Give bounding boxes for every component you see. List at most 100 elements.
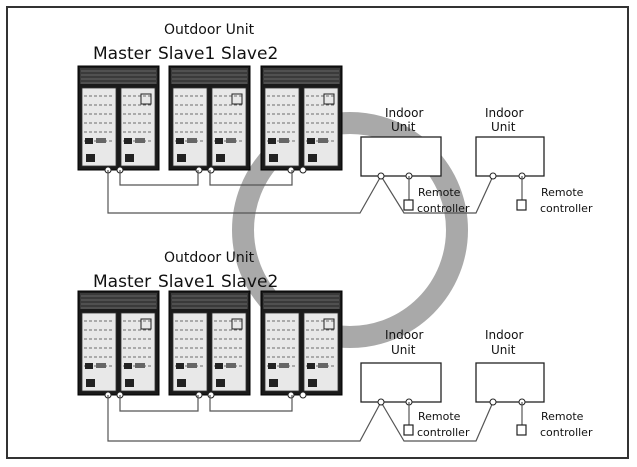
outdoor-unit-name-slave1: Slave1	[158, 44, 215, 64]
remote-controller-2-icon	[516, 424, 527, 436]
panel-indicator	[177, 154, 186, 162]
outdoor-unit-slave1	[168, 65, 251, 174]
terminal	[489, 172, 497, 180]
remote-controller-1-label-line2: controller	[417, 202, 470, 215]
terminal	[195, 391, 203, 399]
remote-controller-1-label-line1: Remote	[418, 410, 461, 423]
front-panel	[172, 87, 208, 167]
panel-indicator	[176, 363, 184, 369]
indoor-unit-1-box	[360, 362, 442, 403]
outdoor-unit-name-master: Master	[93, 272, 151, 292]
terminal	[287, 391, 295, 399]
panel-indicator	[216, 154, 225, 162]
panel-indicator	[187, 363, 197, 368]
fan-grille	[263, 293, 340, 309]
panel-indicator	[216, 379, 225, 387]
panel-indicator	[125, 379, 134, 387]
panel-indicator	[135, 363, 145, 368]
panel-indicator	[85, 363, 93, 369]
terminal	[207, 166, 215, 174]
panel-indicator	[135, 138, 145, 143]
wire-outdoor-to-indoor	[107, 395, 382, 442]
front-panel	[264, 312, 300, 392]
panel-indicator	[124, 363, 132, 369]
panel-indicator	[226, 138, 236, 143]
indoor-unit-2-label-line2: Unit	[491, 120, 516, 134]
panel-indicator	[86, 379, 95, 387]
wire-master-to-slave1	[119, 170, 199, 186]
panel-display	[323, 318, 335, 330]
panel-display	[231, 93, 243, 105]
front-panel	[172, 312, 208, 392]
remote-controller-1-label-line1: Remote	[418, 186, 461, 199]
front-panel	[120, 87, 156, 167]
panel-indicator	[226, 363, 236, 368]
front-panel	[120, 312, 156, 392]
outdoor-unit-group-label: Outdoor Unit	[164, 22, 255, 38]
panel-indicator	[215, 138, 223, 144]
outdoor-unit-name-master: Master	[93, 44, 151, 64]
front-panel	[81, 87, 117, 167]
remote-controller-2-label-line2: controller	[540, 426, 593, 439]
front-panel	[303, 87, 339, 167]
remote-controller-1-icon	[403, 199, 414, 211]
panel-indicator	[279, 363, 289, 368]
panel-indicator	[307, 138, 315, 144]
terminal	[377, 398, 385, 406]
panel-indicator	[268, 138, 276, 144]
panel-indicator	[269, 154, 278, 162]
panel-indicator	[318, 363, 328, 368]
front-panel	[303, 312, 339, 392]
indoor-unit-2-label-line2: Unit	[491, 343, 516, 357]
terminal	[287, 166, 295, 174]
outdoor-unit-name-slave1: Slave1	[158, 272, 215, 292]
indoor-unit-2-label-line1: Indoor	[485, 328, 523, 342]
fan-grille	[171, 68, 248, 84]
panel-indicator	[269, 379, 278, 387]
panel-indicator	[125, 154, 134, 162]
remote-controller-2-label-line1: Remote	[541, 186, 584, 199]
outdoor-unit-master	[77, 290, 160, 399]
terminal	[299, 166, 307, 174]
fan-grille	[263, 68, 340, 84]
fan-grille	[80, 293, 157, 309]
panel-indicator	[308, 379, 317, 387]
panel-indicator	[177, 379, 186, 387]
remote-controller-2-label-line1: Remote	[541, 410, 584, 423]
panel-indicator	[308, 154, 317, 162]
outdoor-unit-slave1	[168, 290, 251, 399]
panel-display	[231, 318, 243, 330]
wire-outdoor-to-indoor	[107, 170, 382, 214]
panel-display	[323, 93, 335, 105]
panel-indicator	[268, 363, 276, 369]
terminal	[207, 391, 215, 399]
indoor-unit-1-label-line1: Indoor	[385, 106, 423, 120]
panel-indicator	[96, 363, 106, 368]
indoor-unit-1-box	[360, 136, 442, 177]
front-panel	[211, 312, 247, 392]
panel-indicator	[96, 138, 106, 143]
front-panel	[81, 312, 117, 392]
fan-grille	[80, 68, 157, 84]
remote-controller-2-label-line2: controller	[540, 202, 593, 215]
outdoor-unit-master	[77, 65, 160, 174]
panel-indicator	[279, 138, 289, 143]
wire-master-to-slave1	[119, 395, 199, 412]
panel-display	[140, 93, 152, 105]
outdoor-unit-name-slave2: Slave2	[221, 44, 278, 64]
remote-controller-1-icon	[403, 424, 414, 436]
wire-indoor1-to-indoor2	[380, 175, 494, 214]
panel-indicator	[176, 138, 184, 144]
indoor-unit-2-box	[475, 136, 545, 177]
panel-indicator	[85, 138, 93, 144]
system-2: Outdoor Unit Master Slave1 Slave2 Indoor…	[77, 250, 593, 442]
panel-indicator	[124, 138, 132, 144]
panel-indicator	[307, 363, 315, 369]
terminal	[195, 166, 203, 174]
panel-indicator	[318, 138, 328, 143]
indoor-unit-2-label-line1: Indoor	[485, 106, 523, 120]
remote-controller-1-label-line2: controller	[417, 426, 470, 439]
wire-slave1-to-slave2	[209, 395, 293, 412]
outdoor-unit-group-label: Outdoor Unit	[164, 250, 255, 266]
